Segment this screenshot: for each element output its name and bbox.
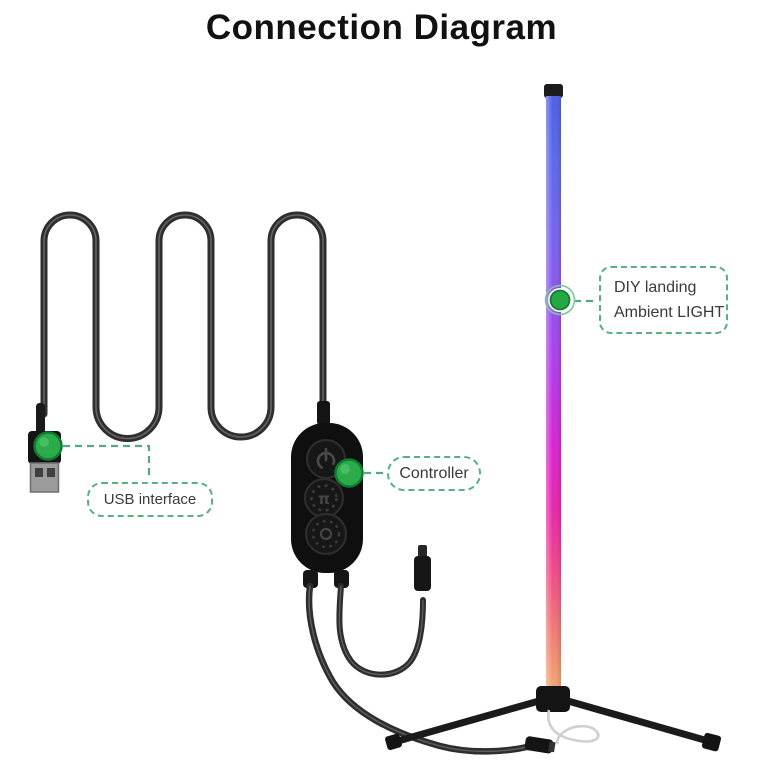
aux-plug-tip — [418, 545, 427, 558]
ambient-light-callout: DIY landing Ambient LIGHT — [599, 266, 728, 334]
usb-contact-hole — [47, 468, 55, 477]
controller-callout: Controller — [387, 456, 481, 491]
usb-contact-hole — [35, 468, 43, 477]
base-foot-right — [701, 732, 722, 752]
controller-aux-cable — [336, 545, 431, 678]
lamp-pole — [544, 84, 563, 690]
controller-indicator-dot — [334, 458, 364, 488]
brightness-button-icon — [305, 513, 347, 555]
controller: π — [291, 401, 363, 588]
mode-button-icon: π — [304, 478, 344, 518]
base-cable-connector — [524, 736, 556, 754]
pole-top-cap — [544, 84, 563, 98]
aux-plug-body — [414, 556, 431, 591]
base-leg-left — [394, 695, 550, 745]
usb-interface-label: USB interface — [103, 491, 197, 508]
controller-label: Controller — [399, 464, 469, 482]
pole-mount-block — [536, 686, 570, 712]
usb-metal-shell — [29, 462, 60, 493]
controller-top-connector — [317, 401, 330, 425]
controller-cable-gland-left — [303, 570, 318, 588]
pole-sheen — [546, 96, 561, 690]
usb-interface-callout: USB interface — [87, 482, 213, 517]
tripod-base — [385, 686, 722, 754]
usb-indicator-dot — [33, 431, 63, 461]
usb-leader-line — [63, 444, 151, 480]
controller-output-cable — [305, 582, 531, 755]
light-indicator-dot — [544, 284, 576, 316]
callout-leaders — [63, 299, 597, 480]
controller-cable-gland-right — [334, 570, 349, 588]
page-title: Connection Diagram — [205, 8, 558, 47]
ambient-light-label-line1: DIY landing — [614, 279, 697, 296]
usb-power-cable — [40, 211, 327, 442]
lamp-pigtail-wire — [547, 709, 600, 745]
svg-text:π: π — [318, 490, 330, 508]
usb-strain-relief — [36, 403, 45, 434]
ambient-light-label-line2: Ambient LIGHT — [614, 304, 725, 321]
base-leg-right — [557, 695, 712, 745]
base-foot-left — [385, 733, 402, 750]
